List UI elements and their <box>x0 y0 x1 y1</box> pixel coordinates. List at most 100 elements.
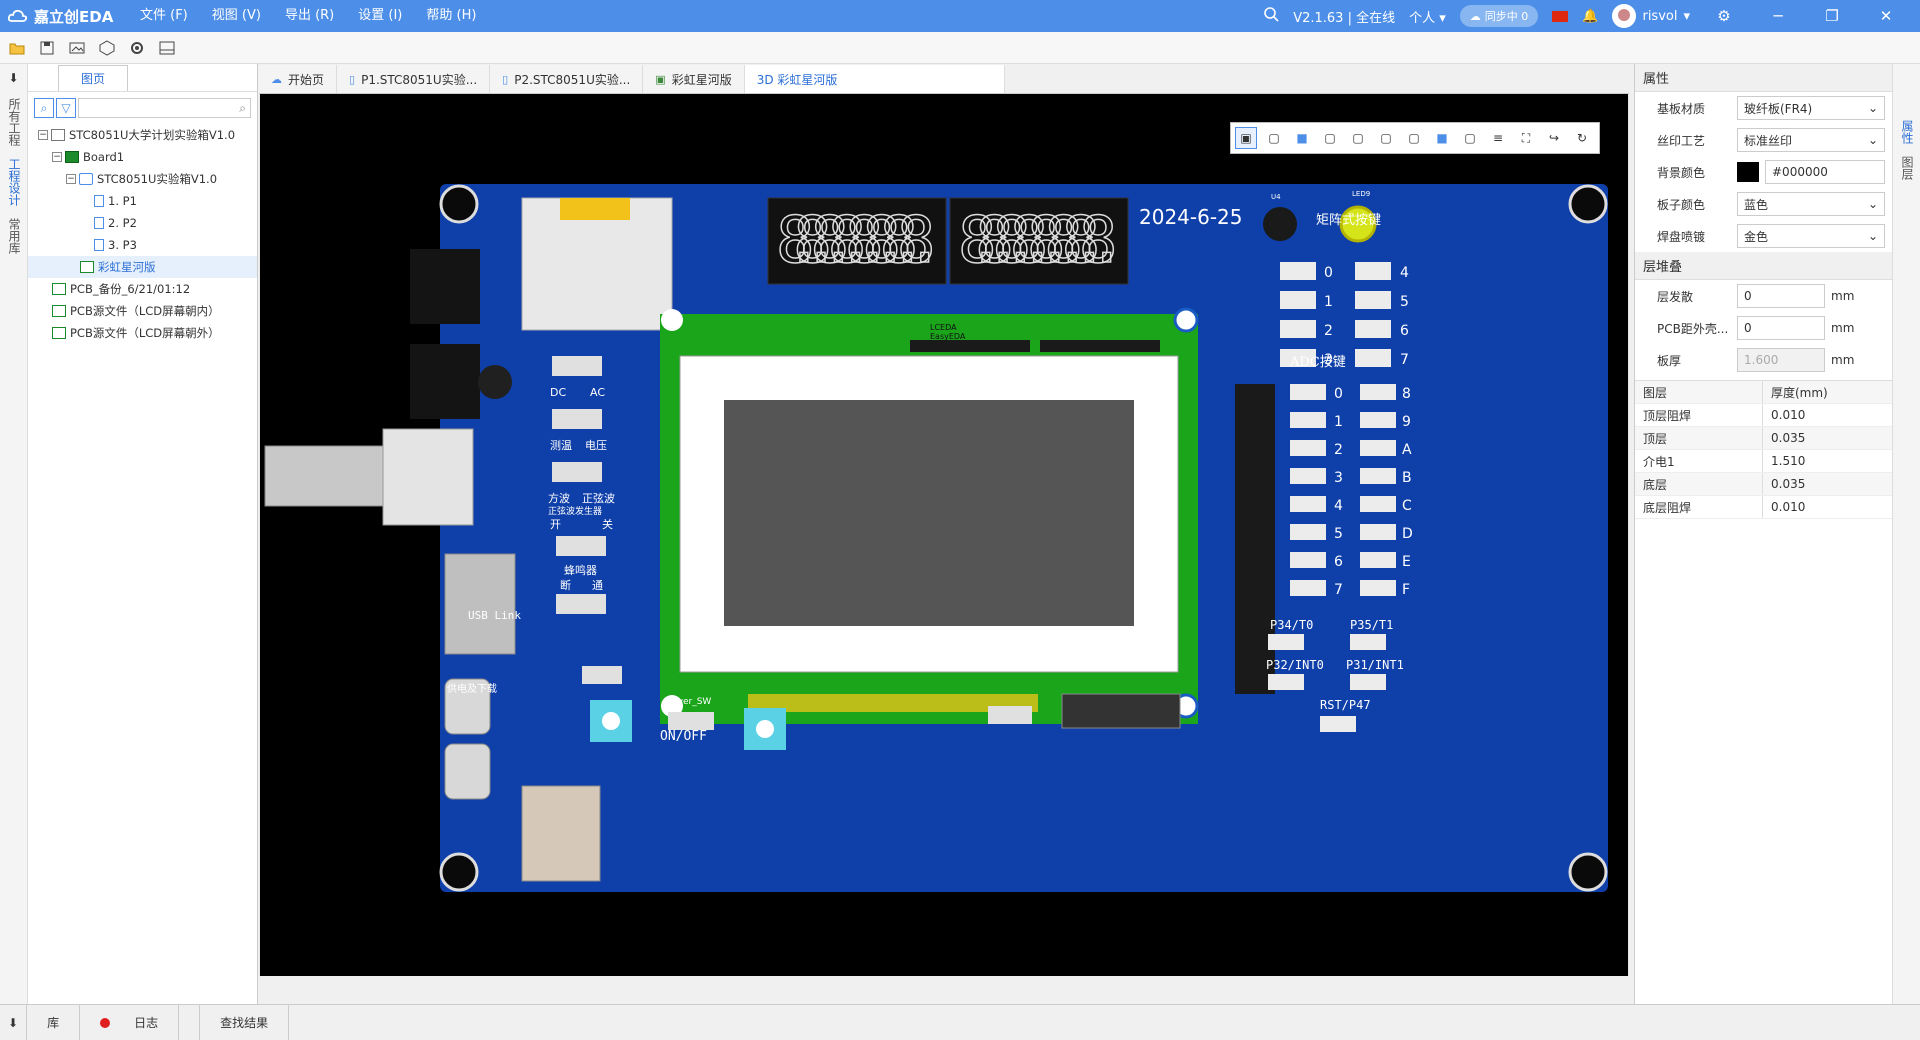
adc-key-number: F <box>1402 582 1410 598</box>
tree-node-pcb-selected[interactable]: 彩虹星河版 <box>28 256 257 278</box>
sync-status[interactable]: ☁同步中 0 <box>1459 5 1539 27</box>
tab-start-page[interactable]: ☁开始页 <box>259 65 338 93</box>
sync-label: 同步中 0 <box>1484 10 1529 23</box>
pad-finish-select[interactable]: 金色⌄ <box>1737 224 1885 248</box>
menu-view[interactable]: 视图 (V) <box>211 8 261 23</box>
folder-icon[interactable] <box>6 37 28 59</box>
tab-all-projects[interactable]: 所有工程 <box>7 98 21 146</box>
pin-icon[interactable]: ⬇ <box>8 71 19 85</box>
tree-node-pcb[interactable]: PCB_备份_6/21/01:12 <box>28 278 257 300</box>
view-bottom-icon[interactable]: ▢ <box>1324 131 1336 145</box>
case-distance-input[interactable]: 0 <box>1737 316 1825 340</box>
tab-search-results[interactable]: 查找结果 <box>200 1005 290 1040</box>
tab-common-library[interactable]: 常用库 <box>7 218 21 254</box>
export-icon[interactable]: ↪ <box>1548 131 1560 145</box>
collapse-icon[interactable]: − <box>38 130 48 140</box>
function-keys <box>1268 634 1386 732</box>
avatar <box>1612 4 1637 28</box>
tab-3d-pcb[interactable]: 3D 彩虹星河版 <box>744 65 1005 93</box>
layer-spread-input[interactable]: 0 <box>1737 284 1825 308</box>
tab-pcb[interactable]: ▣彩虹星河版 <box>643 65 745 93</box>
menu-help[interactable]: 帮助 (H) <box>426 8 477 23</box>
adc-keys-label: ADC按键 <box>1289 355 1346 370</box>
tab-project-design[interactable]: 工程设计 <box>7 158 21 206</box>
menu-settings[interactable]: 设置 (I) <box>358 8 403 23</box>
filter-icon[interactable]: ▽ <box>56 98 76 118</box>
save-icon[interactable] <box>36 37 58 59</box>
view-front-icon[interactable]: ▣ <box>1235 127 1257 149</box>
view-back-icon[interactable]: ▢ <box>1268 131 1280 145</box>
prop-row-silkscreen: 丝印工艺标准丝印⌄ <box>1635 124 1892 156</box>
color-swatch[interactable] <box>1737 162 1759 182</box>
lcd-mount-hole <box>1173 307 1199 333</box>
search-icon[interactable] <box>1263 6 1279 26</box>
menu-export[interactable]: 导出 (R) <box>284 8 335 23</box>
tree-node-page[interactable]: 2. P2 <box>28 212 257 234</box>
tree-node-pcb[interactable]: PCB源文件（LCD屏幕朝内） <box>28 300 257 322</box>
adc-key-number: 7 <box>1334 582 1343 598</box>
view-iso-3-icon[interactable]: ▢ <box>1464 131 1476 145</box>
view-top-icon[interactable]: ■ <box>1296 131 1308 145</box>
tree-node-project[interactable]: −STC8051U大学计划实验箱V1.0 <box>28 124 257 146</box>
off-label: 关 <box>602 517 613 531</box>
restore-button[interactable]: ❐ <box>1825 7 1839 25</box>
lcd-pins <box>748 694 1038 712</box>
image-export-icon[interactable] <box>66 37 88 59</box>
search-icon[interactable]: ⌕ <box>34 98 54 118</box>
tree-node-schematic[interactable]: −STC8051U实验箱V1.0 <box>28 168 257 190</box>
prop-label: 焊盘喷镀 <box>1657 229 1706 244</box>
tree-node-board[interactable]: −Board1 <box>28 146 257 168</box>
tab-library[interactable]: 库 <box>27 1005 81 1040</box>
flag-icon[interactable] <box>1552 10 1569 22</box>
bell-icon[interactable]: 🔔 <box>1582 8 1599 24</box>
tree-node-page[interactable]: 3. P3 <box>28 234 257 256</box>
view-iso-2-icon[interactable]: ■ <box>1436 131 1448 145</box>
tab-pages[interactable]: 图页 <box>58 65 129 91</box>
view-right-icon[interactable]: ▢ <box>1380 131 1392 145</box>
user-menu[interactable]: risvol ▾ <box>1612 4 1690 28</box>
tree-node-page[interactable]: 1. P1 <box>28 190 257 212</box>
tree-node-pcb[interactable]: PCB源文件（LCD屏幕朝外） <box>28 322 257 344</box>
tab-layers[interactable]: 图层 <box>1900 156 1914 180</box>
board-color-select[interactable]: 蓝色⌄ <box>1737 192 1885 216</box>
silkscreen-select[interactable]: 标准丝印⌄ <box>1737 128 1885 152</box>
view-left-icon[interactable]: ▢ <box>1352 131 1364 145</box>
rotate-icon[interactable]: ↻ <box>1576 131 1588 145</box>
background-color-input[interactable]: #000000 <box>1765 160 1885 184</box>
tree-search-input[interactable]: ⌕ <box>78 98 251 118</box>
fit-view-icon[interactable]: ⛶ <box>1521 130 1531 145</box>
tab-log[interactable]: 日志 <box>80 1005 201 1040</box>
substrate-select[interactable]: 玻纤板(FR4)⌄ <box>1737 96 1885 120</box>
tab-properties[interactable]: 属性 <box>1900 120 1914 144</box>
view-iso-icon[interactable]: ▢ <box>1408 131 1420 145</box>
usb-link-label: USB Link <box>468 609 521 622</box>
layer-thickness: 0.035 <box>1771 477 1806 491</box>
tab-p1[interactable]: ▯P1.STC8051U实验... <box>337 65 491 93</box>
tab-p2[interactable]: ▯P2.STC8051U实验... <box>490 65 644 93</box>
layer-name: 底层阻焊 <box>1635 496 1763 518</box>
collapse-icon[interactable]: − <box>66 174 76 184</box>
p32-label: P32/INT0 <box>1266 658 1324 672</box>
settings-icon[interactable] <box>126 37 148 59</box>
close-button[interactable]: ✕ <box>1879 7 1893 25</box>
pin-icon[interactable]: ⬇ <box>0 1005 28 1040</box>
3d-viewport[interactable]: 8.8.8.8.8.8.8.8. 8.8.8.8.8.8.8.8. 2024-6… <box>260 94 1628 976</box>
matrix-key-number: 3 <box>1324 352 1333 368</box>
collapse-icon[interactable]: − <box>52 152 62 162</box>
panel-icon[interactable] <box>156 37 178 59</box>
menu-file[interactable]: 文件 (F) <box>140 8 188 23</box>
layers-icon[interactable]: ≡ <box>1492 131 1504 145</box>
matrix-key-number: 1 <box>1324 294 1333 310</box>
gear-icon[interactable]: ⚙ <box>1717 7 1731 25</box>
horizontal-scrollbar[interactable] <box>259 976 1629 1004</box>
model-icon[interactable] <box>96 37 118 59</box>
matrix-keys <box>1280 262 1391 367</box>
pcb-icon <box>80 261 94 273</box>
workspace-dropdown[interactable]: 个人 ▾ <box>1409 10 1446 26</box>
minimize-button[interactable]: ─ <box>1773 7 1783 25</box>
